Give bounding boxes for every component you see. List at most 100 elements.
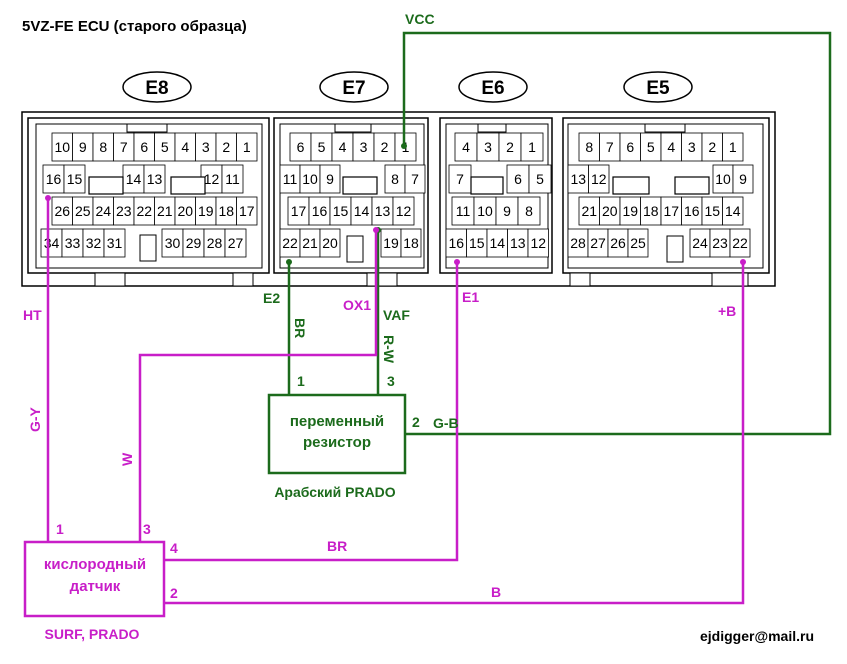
pin-e8-9: 9 bbox=[79, 139, 87, 155]
pin-e5-26: 26 bbox=[610, 235, 626, 251]
pin-e7-17: 17 bbox=[291, 203, 307, 219]
pin-e8-10: 10 bbox=[54, 139, 70, 155]
pin-e7-14: 14 bbox=[354, 203, 370, 219]
pin-e8-1: 1 bbox=[243, 139, 251, 155]
pin-cell-e5-12 bbox=[588, 164, 610, 194]
pin-e5-20: 20 bbox=[602, 203, 618, 219]
pin-e8-34: 34 bbox=[44, 235, 60, 251]
vcc-label: VCC bbox=[405, 11, 435, 27]
pin-e8-20: 20 bbox=[177, 203, 193, 219]
resistor-label-line1: переменный bbox=[290, 413, 384, 430]
page-title: 5VZ-FE ECU (старого образца) bbox=[22, 18, 247, 35]
pin-cell-e8-27 bbox=[224, 228, 247, 258]
pin-e6-4: 4 bbox=[462, 139, 470, 155]
pin-cell-e6-1 bbox=[520, 132, 544, 162]
pin-cell-e8-13 bbox=[143, 164, 166, 194]
pin-e8-3: 3 bbox=[202, 139, 210, 155]
pin-e8-24: 24 bbox=[95, 203, 111, 219]
pin-e7-4: 4 bbox=[339, 139, 347, 155]
pin-cell-e8-17 bbox=[236, 196, 258, 226]
e1-br-wire bbox=[164, 262, 459, 562]
pin-e5-23: 23 bbox=[712, 235, 728, 251]
pin-e6-15: 15 bbox=[469, 235, 485, 251]
pin-e7-9: 9 bbox=[326, 171, 334, 187]
pin-e8-12: 12 bbox=[204, 171, 220, 187]
oxygen-sensor: кислородный датчик SURF, PRADO 1 3 4 2 bbox=[23, 521, 178, 642]
pin-cell-e6-8 bbox=[517, 196, 541, 226]
connector-label-e5: E5 bbox=[623, 71, 693, 103]
connector-e6-key-slot bbox=[470, 176, 504, 195]
e1-label: E1 bbox=[462, 289, 479, 305]
pin-e6-8: 8 bbox=[525, 203, 533, 219]
pin-e7-7: 7 bbox=[411, 171, 419, 187]
pin-cell-e7-9 bbox=[319, 164, 341, 194]
pin-e8-22: 22 bbox=[136, 203, 152, 219]
pin-e8-23: 23 bbox=[116, 203, 132, 219]
pin-e6-1: 1 bbox=[528, 139, 536, 155]
pin-cell-e5-9 bbox=[732, 164, 754, 194]
pin-cell-e7-12 bbox=[392, 196, 415, 226]
pin-e5-18: 18 bbox=[643, 203, 659, 219]
pin-e5-9: 9 bbox=[739, 171, 747, 187]
ox1-w-wire bbox=[138, 230, 378, 542]
pin-e8-17: 17 bbox=[239, 203, 255, 219]
pin-e7-20: 20 bbox=[322, 235, 338, 251]
pin-cell-e8-11 bbox=[221, 164, 244, 194]
plus-b-wire bbox=[164, 262, 745, 605]
resistor-pin1: 1 bbox=[297, 373, 305, 389]
connector-e5-name: E5 bbox=[646, 78, 670, 99]
wire-w-label: W bbox=[119, 452, 135, 466]
pin-cell-e6-12 bbox=[527, 228, 549, 258]
pin-e5-16: 16 bbox=[684, 203, 700, 219]
pin-e8-26: 26 bbox=[54, 203, 70, 219]
pin-e5-14: 14 bbox=[725, 203, 741, 219]
connector-e8-key-slot bbox=[88, 176, 124, 195]
pin-e7-22: 22 bbox=[282, 235, 298, 251]
connector-label-e8: E8 bbox=[122, 71, 192, 103]
pin-e6-10: 10 bbox=[477, 203, 493, 219]
pin-e6-14: 14 bbox=[489, 235, 505, 251]
pin-cell-e7-18 bbox=[400, 228, 422, 258]
pin-e6-5: 5 bbox=[536, 171, 544, 187]
pin-e8-8: 8 bbox=[99, 139, 107, 155]
connector-e7-name: E7 bbox=[342, 78, 365, 99]
sensor-label-line1: кислородный bbox=[44, 556, 146, 573]
pin-e8-15: 15 bbox=[67, 171, 83, 187]
pin-e6-6: 6 bbox=[514, 171, 522, 187]
pin-e7-13: 13 bbox=[375, 203, 391, 219]
pin-e8-32: 32 bbox=[86, 235, 102, 251]
connector-e7: 65432111109871716151413122221201918 bbox=[279, 123, 426, 269]
wire-rw-label: R-W bbox=[381, 335, 397, 364]
pin-e7-2: 2 bbox=[381, 139, 389, 155]
variable-resistor: переменный резистор Арабский PRADO 1 3 2 bbox=[267, 373, 420, 500]
pin-cell-e8-15 bbox=[63, 164, 86, 194]
sensor-pin2: 2 bbox=[170, 585, 178, 601]
pin-cell-e8-1 bbox=[236, 132, 258, 162]
pin-e8-18: 18 bbox=[218, 203, 234, 219]
pin-e8-28: 28 bbox=[207, 235, 223, 251]
connector-e5-key-slot bbox=[612, 176, 650, 195]
pin-cell-e8-31 bbox=[103, 228, 126, 258]
pin-e8-4: 4 bbox=[181, 139, 189, 155]
pin-e8-31: 31 bbox=[107, 235, 123, 251]
pin-e5-13: 13 bbox=[570, 171, 586, 187]
pin-e7-6: 6 bbox=[297, 139, 305, 155]
pin-e7-8: 8 bbox=[391, 171, 399, 187]
pin-e7-10: 10 bbox=[302, 171, 318, 187]
connector-e5-key-slot bbox=[674, 176, 710, 195]
resistor-pin2: 2 bbox=[412, 414, 420, 430]
wire-gb-label: G-B bbox=[433, 415, 459, 431]
sensor-caption: SURF, PRADO bbox=[45, 626, 140, 642]
pin-e7-21: 21 bbox=[302, 235, 318, 251]
ht-label: HT bbox=[23, 307, 42, 323]
pin-e8-19: 19 bbox=[198, 203, 214, 219]
pin-e6-7: 7 bbox=[456, 171, 464, 187]
pin-e8-2: 2 bbox=[222, 139, 230, 155]
pin-cell-e5-25 bbox=[627, 228, 649, 258]
pin-e7-15: 15 bbox=[333, 203, 349, 219]
pin-e5-17: 17 bbox=[663, 203, 679, 219]
pin-e5-1: 1 bbox=[729, 139, 737, 155]
pin-cell-e6-5 bbox=[528, 164, 552, 194]
